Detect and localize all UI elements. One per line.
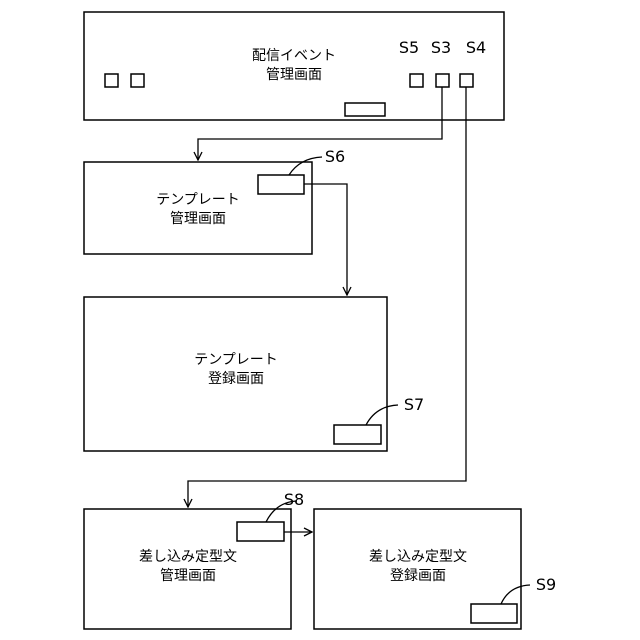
template-registration-title-line1: テンプレート xyxy=(194,352,278,368)
event-left-button-1[interactable] xyxy=(105,74,118,87)
template-registration-title-line2: 登録画面 xyxy=(208,371,264,387)
s6-label: S6 xyxy=(325,147,345,166)
phrase-registration-title-line2: 登録画面 xyxy=(390,568,446,584)
event-management-frame xyxy=(84,12,504,120)
phrase-management-screen: 差し込み定型文 管理画面 S8 xyxy=(84,490,304,629)
event-management-title-line1: 配信イベント xyxy=(252,48,336,64)
phrase-registration-title-line1: 差し込み定型文 xyxy=(369,549,467,565)
phrase-management-title-line2: 管理画面 xyxy=(160,568,216,584)
s7-button[interactable] xyxy=(334,425,381,444)
event-bottom-button[interactable] xyxy=(345,103,385,116)
s8-button[interactable] xyxy=(237,522,284,541)
template-management-title-line2: 管理画面 xyxy=(170,211,226,227)
event-left-button-2[interactable] xyxy=(131,74,144,87)
s4-label: S4 xyxy=(466,38,486,57)
s7-label: S7 xyxy=(404,395,424,414)
s5-label: S5 xyxy=(399,38,419,57)
s3-button[interactable] xyxy=(436,74,449,87)
s8-label: S8 xyxy=(284,490,304,509)
s4-button[interactable] xyxy=(460,74,473,87)
template-registration-screen: テンプレート 登録画面 S7 xyxy=(84,297,424,451)
phrase-registration-screen: 差し込み定型文 登録画面 S9 xyxy=(314,509,556,629)
s9-button[interactable] xyxy=(471,604,517,623)
s6-button[interactable] xyxy=(258,175,304,194)
s9-label: S9 xyxy=(536,575,556,594)
s3-label: S3 xyxy=(431,38,451,57)
template-management-screen: テンプレート 管理画面 S6 xyxy=(84,147,345,254)
phrase-management-title-line1: 差し込み定型文 xyxy=(139,549,237,565)
template-management-title-line1: テンプレート xyxy=(156,192,240,208)
s5-button[interactable] xyxy=(410,74,423,87)
event-management-screen: 配信イベント 管理画面 S5 S3 S4 xyxy=(84,12,504,120)
event-management-title-line2: 管理画面 xyxy=(266,67,322,83)
